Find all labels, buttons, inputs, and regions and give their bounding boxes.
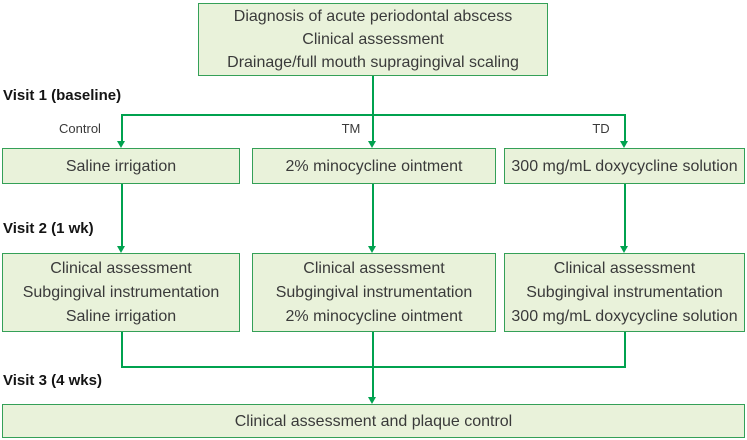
- branch-left-vline: [121, 114, 123, 141]
- visit2-stage-label: Visit 2 (1 wk): [3, 220, 94, 237]
- arrow-down-icon: [117, 141, 126, 148]
- arm-label-control: Control: [59, 121, 101, 136]
- visit2-control-line-3: Saline irrigation: [65, 307, 177, 325]
- visit2-control-line-1: Clinical assessment: [50, 259, 192, 277]
- branch-hline: [121, 114, 625, 116]
- merge-right-vline: [624, 332, 626, 367]
- visit1-td-box: 300 mg/mL doxycycline solution: [504, 148, 745, 184]
- visit2-td-box: Clinical assessment Subgingival instrume…: [504, 253, 745, 332]
- visit2-tm-line-1: Clinical assessment: [303, 259, 445, 277]
- connector-left-vline: [121, 184, 123, 246]
- diagnosis-box: Diagnosis of acute periodontal abscess C…: [198, 3, 548, 76]
- merge-center-vline: [372, 332, 374, 397]
- visit2-tm-box: Clinical assessment Subgingival instrume…: [252, 253, 496, 332]
- visit2-control-box: Clinical assessment Subgingival instrume…: [2, 253, 240, 332]
- diagnosis-line-3: Drainage/full mouth supragingival scalin…: [227, 54, 519, 71]
- visit1-tm-box: 2% minocycline ointment: [252, 148, 496, 184]
- arrow-down-icon: [117, 246, 126, 253]
- visit2-td-line-1: Clinical assessment: [553, 259, 696, 277]
- visit2-tm-line-3: 2% minocycline ointment: [285, 307, 463, 325]
- visit2-tm-line-2: Subgingival instrumentation: [275, 283, 473, 301]
- arm-label-tm: TM: [341, 121, 361, 136]
- connector-right-vline: [624, 184, 626, 246]
- visit2-td-line-3: 300 mg/mL doxycycline solution: [511, 307, 738, 325]
- arrow-down-icon: [368, 141, 377, 148]
- connector-center-vline: [372, 184, 374, 246]
- visit1-control-text: Saline irrigation: [65, 157, 177, 175]
- arrow-down-icon: [620, 141, 629, 148]
- arrow-down-icon: [368, 397, 377, 404]
- final-assessment-box: Clinical assessment and plaque control: [2, 404, 745, 438]
- diagnosis-line-2: Clinical assessment: [302, 31, 444, 48]
- arrow-down-icon: [620, 246, 629, 253]
- arm-label-td: TD: [592, 121, 610, 136]
- visit2-td-line-2: Subgingival instrumentation: [526, 283, 723, 301]
- visit1-stage-label: Visit 1 (baseline): [3, 87, 122, 104]
- diagnosis-line-1: Diagnosis of acute periodontal abscess: [233, 8, 513, 25]
- branch-right-vline: [624, 114, 626, 141]
- visit1-tm-text: 2% minocycline ointment: [285, 157, 463, 175]
- branch-center-vline: [372, 76, 374, 141]
- arrow-down-icon: [368, 246, 377, 253]
- visit2-control-line-2: Subgingival instrumentation: [22, 283, 220, 301]
- visit3-stage-label: Visit 3 (4 wks): [3, 372, 102, 389]
- visit1-control-box: Saline irrigation: [2, 148, 240, 184]
- merge-left-vline: [121, 332, 123, 367]
- visit1-td-text: 300 mg/mL doxycycline solution: [511, 157, 738, 175]
- final-assessment-text: Clinical assessment and plaque control: [234, 412, 513, 430]
